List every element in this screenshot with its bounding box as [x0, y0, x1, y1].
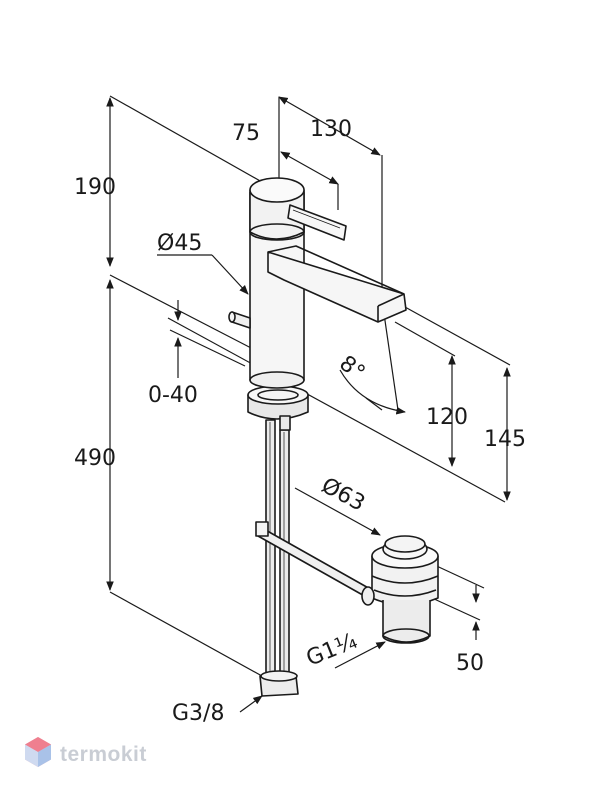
ext-50	[431, 597, 481, 621]
ext-spout-low	[394, 321, 456, 357]
dim-line-75	[280, 151, 339, 185]
label-490: 490	[74, 446, 116, 471]
rod-clamp	[255, 521, 269, 537]
ext-line-deck	[109, 274, 256, 351]
label-drain-thread: G1¼	[303, 629, 361, 672]
label-130: 130	[310, 117, 352, 142]
label-supply-thread: G3/8	[172, 701, 224, 726]
ext-line-top	[109, 95, 263, 183]
leader-63	[294, 487, 381, 536]
mounting-nut	[247, 385, 309, 431]
ext-line-bottom	[109, 591, 263, 677]
drain-assembly	[361, 535, 439, 644]
label-diameter-45: Ø45	[157, 231, 202, 256]
ext-spout-top	[404, 306, 511, 366]
faucet	[228, 177, 439, 697]
leader-g114	[334, 641, 386, 669]
label-popup-travel: 0-40	[148, 383, 198, 408]
dim-line-130	[278, 96, 381, 156]
watermark-text: termokit	[60, 742, 147, 766]
label-diameter-63: Ø63	[317, 473, 369, 516]
angle-tick	[365, 397, 383, 411]
ext-040	[169, 329, 246, 367]
label-190: 190	[74, 175, 116, 200]
hose-fitting-top	[260, 670, 298, 682]
leader-45-arrow	[211, 254, 249, 295]
leader-g38	[239, 695, 263, 713]
spout	[267, 245, 407, 323]
label-spout-angle: 8°	[334, 351, 369, 386]
label-120: 120	[426, 405, 468, 430]
faucet-body	[249, 177, 305, 389]
ext-line-deck-right	[167, 317, 506, 503]
watermark: termokit	[24, 736, 147, 773]
label-75: 75	[232, 121, 260, 146]
popup-knob	[228, 311, 251, 329]
label-145: 145	[484, 427, 526, 452]
termokit-logo-icon	[24, 736, 52, 773]
dimension-lines	[106, 95, 511, 713]
label-50: 50	[456, 651, 484, 676]
